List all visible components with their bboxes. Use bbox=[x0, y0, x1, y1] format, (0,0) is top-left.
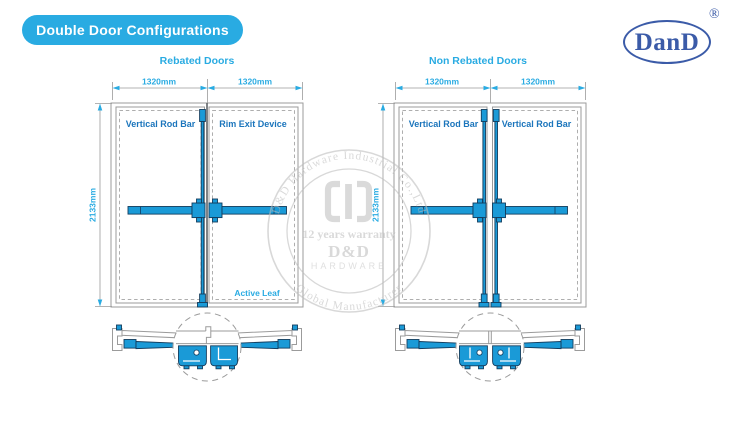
leaf-seal-line bbox=[495, 110, 578, 300]
active-leaf-label: Active Leaf bbox=[234, 288, 280, 298]
dimension-label-width-right: 1320mm bbox=[521, 77, 555, 87]
left-jamb bbox=[112, 328, 123, 351]
registered-trademark-icon: ® bbox=[709, 7, 720, 22]
rebated-diagram: Rebated Doors 1320mm 1320mm 2133mm bbox=[88, 55, 304, 382]
right-slab bbox=[236, 329, 293, 339]
height-dimension: 2133mm bbox=[371, 103, 395, 307]
cylinder-detail bbox=[193, 349, 200, 356]
panic-bar-left bbox=[410, 198, 487, 223]
pivot-point bbox=[399, 324, 405, 331]
dimension-label-width-left: 1320mm bbox=[425, 77, 459, 87]
leaf-seal-line bbox=[402, 110, 484, 300]
right-leaf-label: Vertical Rod Bar bbox=[502, 119, 572, 129]
height-dimension: 2133mm bbox=[88, 103, 112, 307]
logo-ellipse: DanD bbox=[623, 20, 711, 64]
dimension-label-width-right: 1320mm bbox=[238, 77, 272, 87]
leaf-seal-line bbox=[119, 110, 202, 300]
diagram-title: Rebated Doors bbox=[160, 55, 235, 67]
pivot-point bbox=[292, 324, 298, 331]
door-frame bbox=[393, 102, 587, 308]
butt-stile-detail bbox=[459, 330, 521, 370]
pivot-point bbox=[575, 324, 581, 331]
header-pill: Double Door Configurations bbox=[22, 15, 243, 45]
right-jamb bbox=[291, 328, 302, 351]
left-leaf-label: Vertical Rod Bar bbox=[126, 119, 196, 129]
left-jamb bbox=[395, 328, 406, 351]
pivot-point bbox=[116, 324, 122, 331]
left-slab bbox=[404, 329, 461, 339]
watermark-brand-subtext: HARDWARE bbox=[311, 261, 387, 271]
panic-bar-left bbox=[127, 198, 206, 223]
door-plan-view bbox=[395, 312, 585, 382]
panic-bar-right bbox=[208, 198, 287, 223]
stamp-outer-ring bbox=[267, 149, 431, 313]
cylinder-detail bbox=[476, 349, 483, 356]
dimension-label-height: 2133mm bbox=[88, 188, 98, 222]
width-dimension: 1320mm 1320mm bbox=[395, 77, 586, 103]
rebated-stile-detail bbox=[176, 326, 239, 370]
brand-logo: DanD bbox=[623, 20, 711, 64]
diagram-title: Non Rebated Doors bbox=[429, 55, 527, 67]
watermark-arc-bottom-text: Global Manufacturer bbox=[293, 282, 404, 313]
door-plan-view bbox=[112, 312, 302, 382]
watermark-monogram-icon bbox=[324, 180, 373, 223]
left-leaf-panel bbox=[398, 106, 488, 304]
page-title: Double Door Configurations bbox=[36, 22, 229, 38]
door-elevation: Vertical Rod Bar Rim Exit Device Active … bbox=[110, 102, 304, 308]
inactive-leaf bbox=[115, 106, 205, 304]
panic-bar-right bbox=[492, 198, 568, 223]
logo-text: DanD bbox=[634, 28, 700, 56]
right-jamb bbox=[574, 328, 585, 351]
watermark-stamp: D&D Hardware Industrial Co.,Ltd Global M… bbox=[267, 149, 431, 313]
door-elevation: Vertical Rod Bar Vertical Rod Bar bbox=[393, 102, 587, 308]
left-leaf-label: Vertical Rod Bar bbox=[409, 119, 479, 129]
watermark-warranty-text: 12 years warranty bbox=[302, 227, 395, 241]
left-slab bbox=[121, 329, 178, 339]
stamp-inner-ring bbox=[286, 168, 412, 294]
non-rebated-diagram: Non Rebated Doors 1320mm 1320mm 2133mm bbox=[371, 55, 587, 382]
dimension-label-width-left: 1320mm bbox=[142, 77, 176, 87]
right-leaf-label: Rim Exit Device bbox=[219, 119, 287, 129]
cylinder-detail bbox=[497, 349, 504, 356]
right-slab bbox=[519, 329, 576, 339]
width-dimension: 1320mm 1320mm bbox=[112, 77, 303, 103]
watermark-brand-text: D&D bbox=[328, 242, 370, 261]
dimension-label-height: 2133mm bbox=[371, 188, 381, 222]
